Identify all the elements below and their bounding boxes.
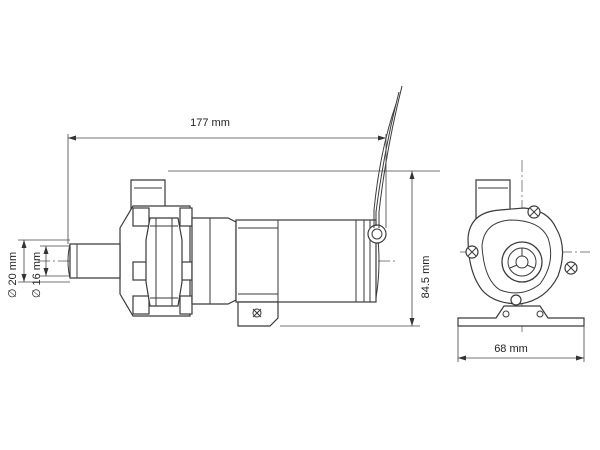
dimension-length-label: 177 mm [190,117,230,129]
front-bolt-bottom [510,294,522,306]
dimension-inner-diameter-label: ∅ 16 mm [31,252,43,298]
dimension-height: 84.5 mm [168,170,440,327]
inlet-tube [69,243,121,279]
dimension-width: 68 mm [457,326,585,362]
dimension-height-label: 84.5 mm [420,256,432,299]
impeller [501,241,543,283]
dimension-width-label: 68 mm [494,343,528,355]
dimension-outer-diameter-label: ∅ 20 mm [7,252,19,298]
dimension-diameters: ∅ 20 mm ∅ 16 mm [7,239,70,298]
base-plate [457,305,585,327]
front-view [457,160,590,332]
side-view [38,85,403,327]
dimension-length: 177 mm [67,117,387,244]
cable-gland [367,224,387,244]
volute-housing [467,207,564,305]
motor-body [235,219,377,303]
